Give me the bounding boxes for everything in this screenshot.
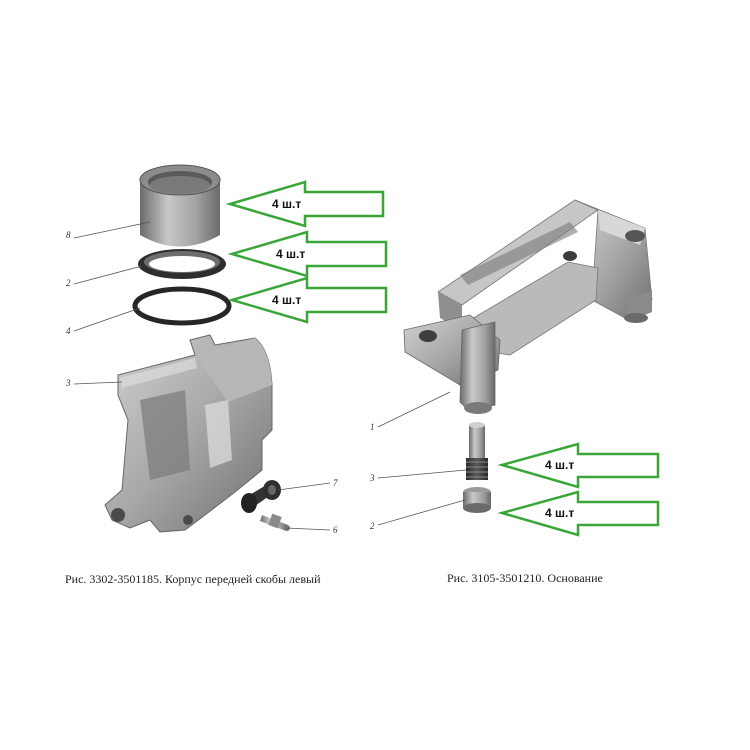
arrow-label-o-ring: 4 ш.т — [272, 293, 301, 307]
callout-3: 3 — [65, 378, 71, 388]
right-figure-caption: Рис. 3105-3501210. Основание — [447, 571, 603, 585]
piston-seal-part — [138, 249, 226, 279]
arrow-seal: 4 ш.т — [227, 230, 388, 278]
callout-2-right: 2 — [370, 521, 375, 531]
arrow-o-ring: 4 ш.т — [227, 276, 388, 324]
callout-4: 4 — [66, 326, 71, 336]
arrow-piston: 4 ш.т — [225, 180, 385, 228]
arrow-guide-pin: 4 ш.т — [497, 442, 660, 489]
arrow-label-seal: 4 ш.т — [276, 247, 305, 261]
callout-1: 1 — [370, 422, 375, 432]
o-ring-part — [132, 286, 232, 326]
arrow-label-piston: 4 ш.т — [272, 197, 301, 211]
callout-2: 2 — [66, 278, 71, 288]
left-figure-caption: Рис. 3302-3501185. Корпус передней скобы… — [65, 572, 321, 586]
right-callout-leaders — [377, 391, 467, 526]
arrow-label-bushing: 4 ш.т — [545, 506, 574, 520]
caliper-housing-part — [104, 334, 273, 533]
callout-3-right: 3 — [369, 473, 375, 483]
callout-6: 6 — [333, 525, 338, 535]
bleeder-cap-part — [241, 480, 281, 513]
piston-part — [139, 164, 221, 247]
callout-8: 8 — [66, 230, 71, 240]
arrow-bushing: 4 ш.т — [497, 490, 660, 537]
guide-pin-part — [466, 422, 488, 480]
bracket-base-part — [403, 199, 653, 414]
bushing-part — [463, 487, 491, 513]
callout-7: 7 — [333, 478, 338, 488]
left-callout-leaders — [73, 221, 331, 531]
arrow-label-guide-pin: 4 ш.т — [545, 458, 574, 472]
bleeder-screw-part — [260, 513, 290, 531]
